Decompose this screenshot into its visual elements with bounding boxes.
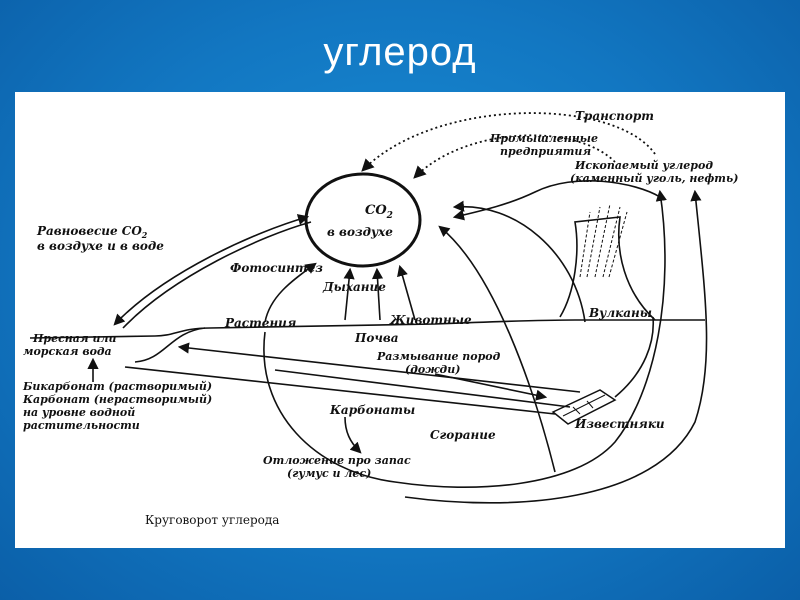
limestone-block	[551, 389, 617, 425]
fossil-label-1: Ископаемый углерод	[574, 159, 713, 172]
carbonates-label: Карбонаты	[329, 403, 415, 417]
deposit-arrow	[344, 416, 362, 454]
weathering-label-1: Размывание пород	[376, 350, 501, 363]
plants-label: Растения	[224, 316, 296, 330]
deposit-label-2: (гумус и лес)	[287, 467, 371, 480]
respiration-arrow-left	[343, 267, 355, 321]
respiration-arrow-right	[397, 264, 416, 321]
water-label-1: Пресная или	[32, 332, 117, 345]
animals-label: Животные	[389, 313, 472, 327]
deposit-loop	[263, 189, 667, 488]
ground-surface-line	[29, 319, 705, 339]
transport-dotted-arc	[361, 112, 656, 172]
volcano-shape	[559, 216, 656, 321]
slide-title: углерод	[323, 30, 477, 74]
industry-label-1: Промышленные	[489, 132, 598, 145]
fossil-co2-arrow	[452, 180, 661, 221]
combustion-label: Сгорание	[430, 428, 496, 442]
deposit-label-1: Отложение про запас	[263, 454, 411, 467]
bicarb-label-3: на уровне водной	[23, 406, 135, 419]
volcano-emission-lines	[579, 203, 628, 278]
industry-label-2: предприятия	[500, 145, 591, 158]
co2-place-label: в воздухе	[327, 225, 393, 239]
limestone-bicarb-line	[274, 369, 571, 408]
diagram-caption: Круговорот углерода	[145, 513, 279, 527]
respiration-arrow-mid	[371, 267, 384, 321]
carbonates-line	[124, 366, 556, 415]
combustion-arrow	[438, 225, 556, 473]
photosynthesis-arrow	[264, 262, 317, 323]
equilibrium-label: Равновесие CO2	[36, 224, 148, 240]
co2-formula: CO2	[365, 203, 393, 221]
bottom-return-loop	[404, 189, 708, 504]
equilibrium-label-2: в воздухе и в воде	[37, 239, 164, 253]
limestone-water-arrow	[177, 342, 581, 393]
fossil-label-2: (каменный уголь, нефть)	[570, 172, 738, 185]
volcano-co2-arrow	[452, 200, 586, 323]
carbon-cycle-diagram: CO2 в воздухе Рав	[15, 92, 785, 548]
co2-air-circle	[304, 172, 422, 268]
photosynthesis-label: Фотосинтез	[230, 261, 323, 275]
volcano-limestone-line	[614, 316, 655, 398]
water-label-2: морская вода	[23, 345, 112, 358]
weathering-label-2: (дожди)	[405, 363, 460, 376]
soil-label: Почва	[354, 331, 399, 345]
respiration-label: Дыхание	[322, 280, 386, 294]
equilibrium-arrow	[113, 214, 310, 326]
limestone-label: Известняки	[574, 417, 665, 431]
water-surface-line	[134, 327, 206, 363]
volcanoes-label: Вулканы	[588, 306, 652, 320]
bicarb-label-4: растительности	[23, 419, 140, 432]
bicarb-label-1: Бикарбонат (растворимый)	[22, 380, 212, 393]
weathering-arrow	[434, 373, 548, 401]
transport-label: Транспорт	[575, 109, 654, 123]
bicarb-label-2: Карбонат (нерастворимый)	[22, 393, 212, 406]
